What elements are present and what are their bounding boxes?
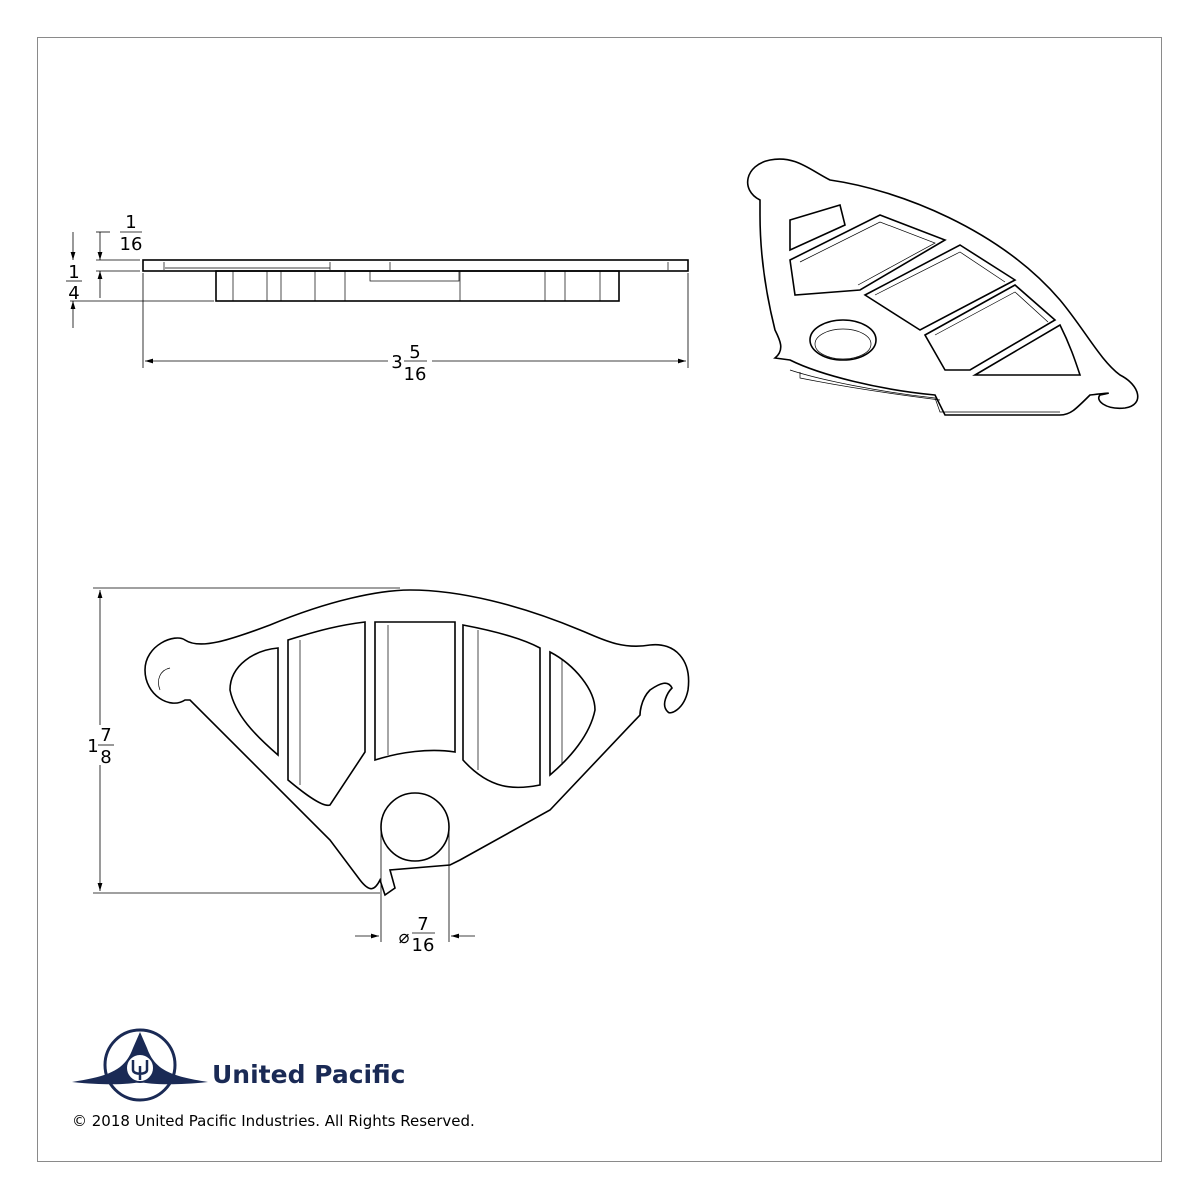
dimension-hole-diameter: ⌀ 7 16 — [355, 827, 475, 956]
overall-depth-whole: 1 — [87, 736, 98, 757]
company-name: United Pacific — [212, 1060, 405, 1089]
united-pacific-logo: United Pacific — [72, 1028, 405, 1102]
hole-diameter-denominator: 16 — [412, 935, 435, 956]
dimension-total-height: 1 4 — [66, 232, 214, 328]
total-height-denominator: 4 — [68, 283, 79, 304]
total-height-numerator: 1 — [68, 262, 79, 283]
side-view — [142, 259, 689, 302]
overall-width-denominator: 16 — [404, 364, 427, 385]
overall-depth-denominator: 8 — [100, 747, 111, 768]
dimension-overall-width: 3 5 16 — [142, 273, 689, 385]
overall-width-numerator: 5 — [409, 342, 420, 363]
overall-width-whole: 3 — [391, 352, 402, 373]
hole-diameter-numerator: 7 — [417, 914, 428, 935]
dimension-flange-thickness: 1 16 — [96, 212, 142, 298]
isometric-view — [746, 158, 1139, 416]
flange-thickness-numerator: 1 — [125, 212, 136, 233]
copyright-notice: © 2018 United Pacific Industries. All Ri… — [72, 1112, 475, 1130]
overall-depth-numerator: 7 — [100, 725, 111, 746]
flange-thickness-denominator: 16 — [120, 234, 143, 255]
dimension-overall-depth: 1 7 8 — [87, 587, 400, 894]
hole-diameter-symbol: ⌀ — [399, 927, 410, 948]
front-view — [144, 589, 690, 897]
drawing-border — [37, 37, 1162, 1162]
